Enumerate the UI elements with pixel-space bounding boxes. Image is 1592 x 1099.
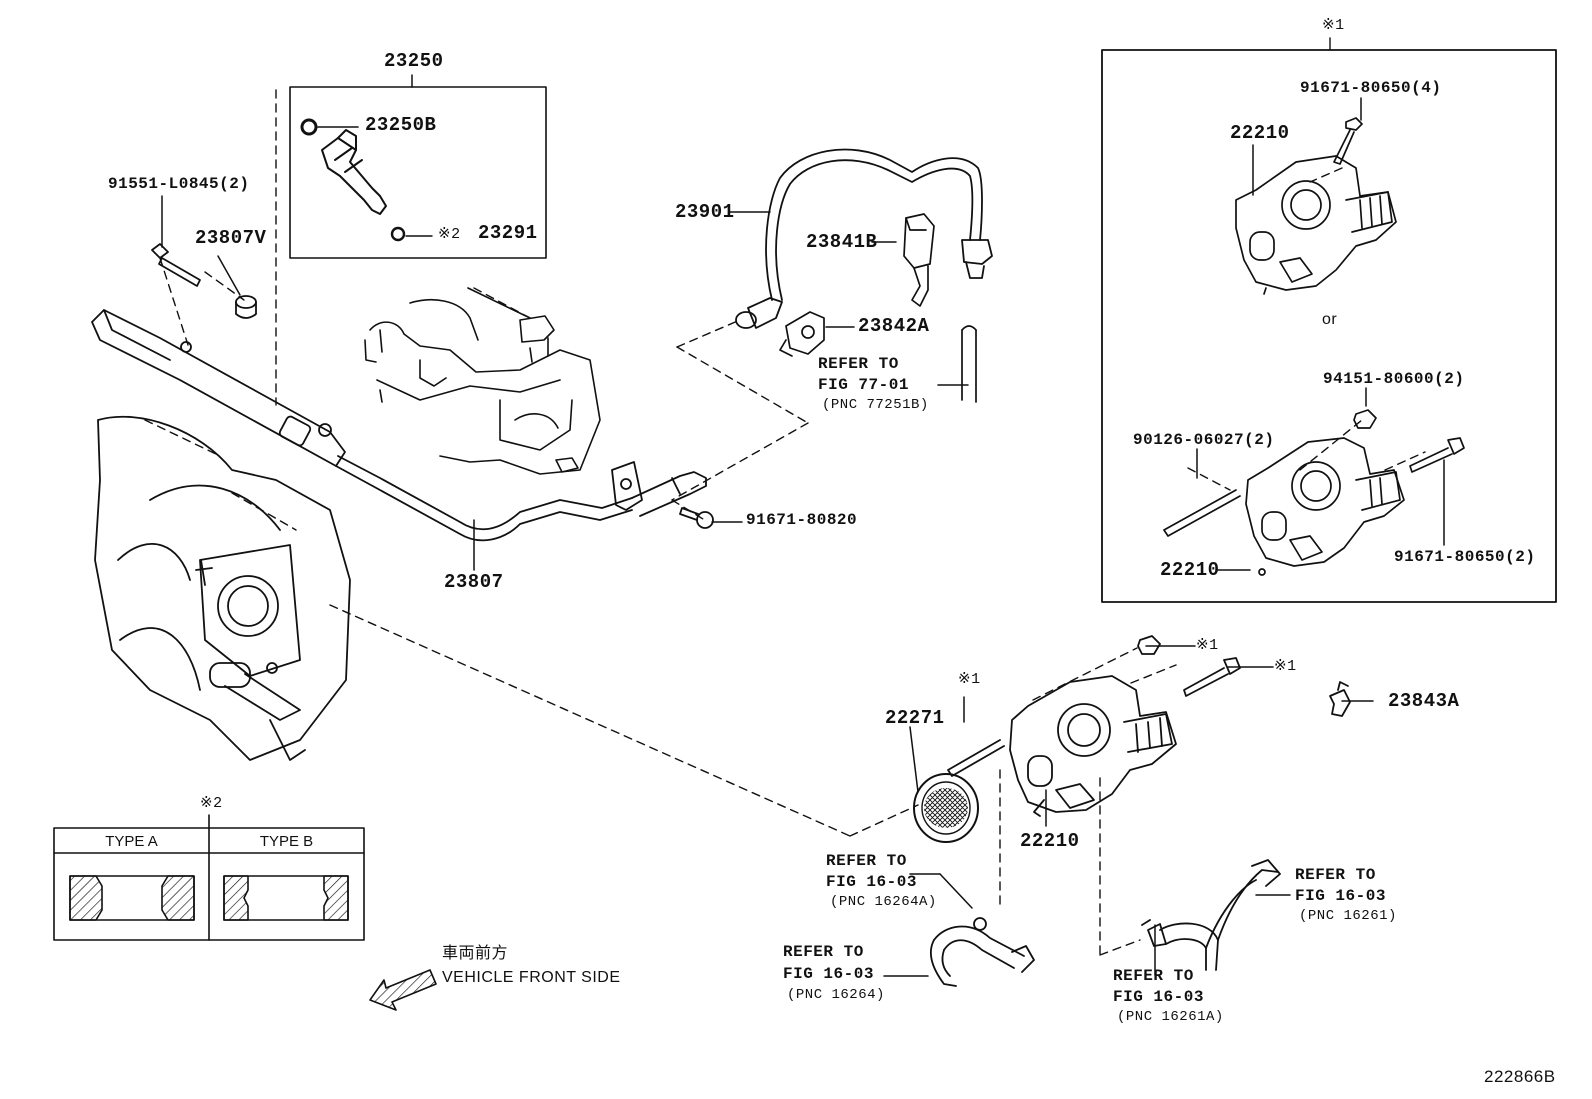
intake-manifold	[94, 415, 351, 761]
note-mark1-box: ※1	[1322, 17, 1345, 34]
label-23250: 23250	[384, 50, 444, 72]
label-23841b: 23841B	[806, 231, 878, 253]
label-94151: 94151-80600(2)	[1323, 370, 1465, 388]
type-table	[53, 814, 365, 941]
ref-fig16b-line1: REFER TO	[783, 943, 864, 961]
fuel-delivery-pipe	[91, 309, 707, 542]
water-hose-a	[930, 917, 1035, 987]
front-label-english: VEHICLE FRONT SIDE	[442, 969, 621, 986]
reference-pipe-77	[961, 325, 977, 403]
fuel-injector	[321, 129, 387, 215]
label-23843a: 23843A	[1388, 690, 1460, 712]
ref-fig16b-line3: (PNC 16264)	[787, 987, 885, 1003]
option-box	[1101, 37, 1557, 603]
front-arrow	[369, 969, 437, 1011]
label-23291: 23291	[478, 222, 538, 244]
dashed-lines	[144, 89, 1426, 956]
pipe-bolt	[679, 507, 714, 529]
note-mark1-stud: ※1	[958, 671, 981, 688]
label-90126: 90126-06027(2)	[1133, 431, 1275, 449]
label-23250b: 23250B	[365, 114, 437, 136]
ref-fig16a-line2: FIG 16-03	[826, 873, 917, 891]
label-23842a: 23842A	[858, 315, 930, 337]
rail-bolt	[151, 243, 201, 287]
throttle-body-upper	[1235, 117, 1397, 295]
label-23901: 23901	[675, 201, 735, 223]
label-91671-80650-4: 91671-80650(4)	[1300, 79, 1442, 97]
vacuum-hose	[735, 148, 993, 329]
vsv-bracket	[903, 213, 935, 307]
label-23807v: 23807V	[195, 227, 267, 249]
ref-fig16b-line2: FIG 16-03	[783, 965, 874, 983]
injector-insulator	[390, 226, 406, 242]
ref-fig16a-line1: REFER TO	[826, 852, 907, 870]
type-b-header: TYPE B	[259, 833, 314, 850]
ref-fig16a-line3: (PNC 16264A)	[830, 894, 937, 910]
injector-kit-box	[289, 74, 547, 259]
label-91551: 91551-L0845(2)	[108, 175, 250, 193]
front-label-japanese: 車両前方	[442, 945, 509, 962]
ref-fig16d-line3: (PNC 16261A)	[1117, 1009, 1224, 1025]
throttle-gasket	[913, 773, 979, 843]
label-23807: 23807	[444, 571, 504, 593]
ref-fig16c-line1: REFER TO	[1295, 866, 1376, 884]
ref-fig77-line2: FIG 77-01	[818, 376, 909, 394]
type-a-header: TYPE A	[105, 833, 158, 850]
throttle-body-main	[947, 635, 1241, 817]
hose-clamp-damper	[779, 311, 825, 357]
cylinder-head	[364, 287, 601, 475]
label-91671-80650-2: 91671-80650(2)	[1394, 548, 1536, 566]
label-91671-80820: 91671-80820	[746, 511, 858, 529]
label-22210-box-lower: 22210	[1160, 559, 1220, 581]
label-22271: 22271	[885, 707, 945, 729]
throttle-body-lower	[1163, 409, 1465, 576]
note-mark1-nut: ※1	[1196, 637, 1219, 654]
note-mark2-insulator: ※2	[438, 226, 461, 243]
water-hose-b	[1141, 859, 1281, 971]
ref-fig77-line3: (PNC 77251B)	[822, 397, 929, 413]
ref-fig77-line1: REFER TO	[818, 355, 899, 373]
note-mark2-table: ※2	[200, 795, 223, 812]
rail-spacer	[235, 295, 257, 319]
label-or: or	[1322, 311, 1338, 328]
ref-fig16d-line1: REFER TO	[1113, 967, 1194, 985]
diagram-id: 222866B	[1484, 1067, 1556, 1086]
ref-fig16c-line3: (PNC 16261)	[1299, 908, 1397, 924]
label-22210-upper: 22210	[1230, 122, 1290, 144]
label-22210-main: 22210	[1020, 830, 1080, 852]
note-mark1-bolt: ※1	[1274, 658, 1297, 675]
hose-clip	[1329, 681, 1351, 717]
ref-fig16c-line2: FIG 16-03	[1295, 887, 1386, 905]
ref-fig16d-line2: FIG 16-03	[1113, 988, 1204, 1006]
